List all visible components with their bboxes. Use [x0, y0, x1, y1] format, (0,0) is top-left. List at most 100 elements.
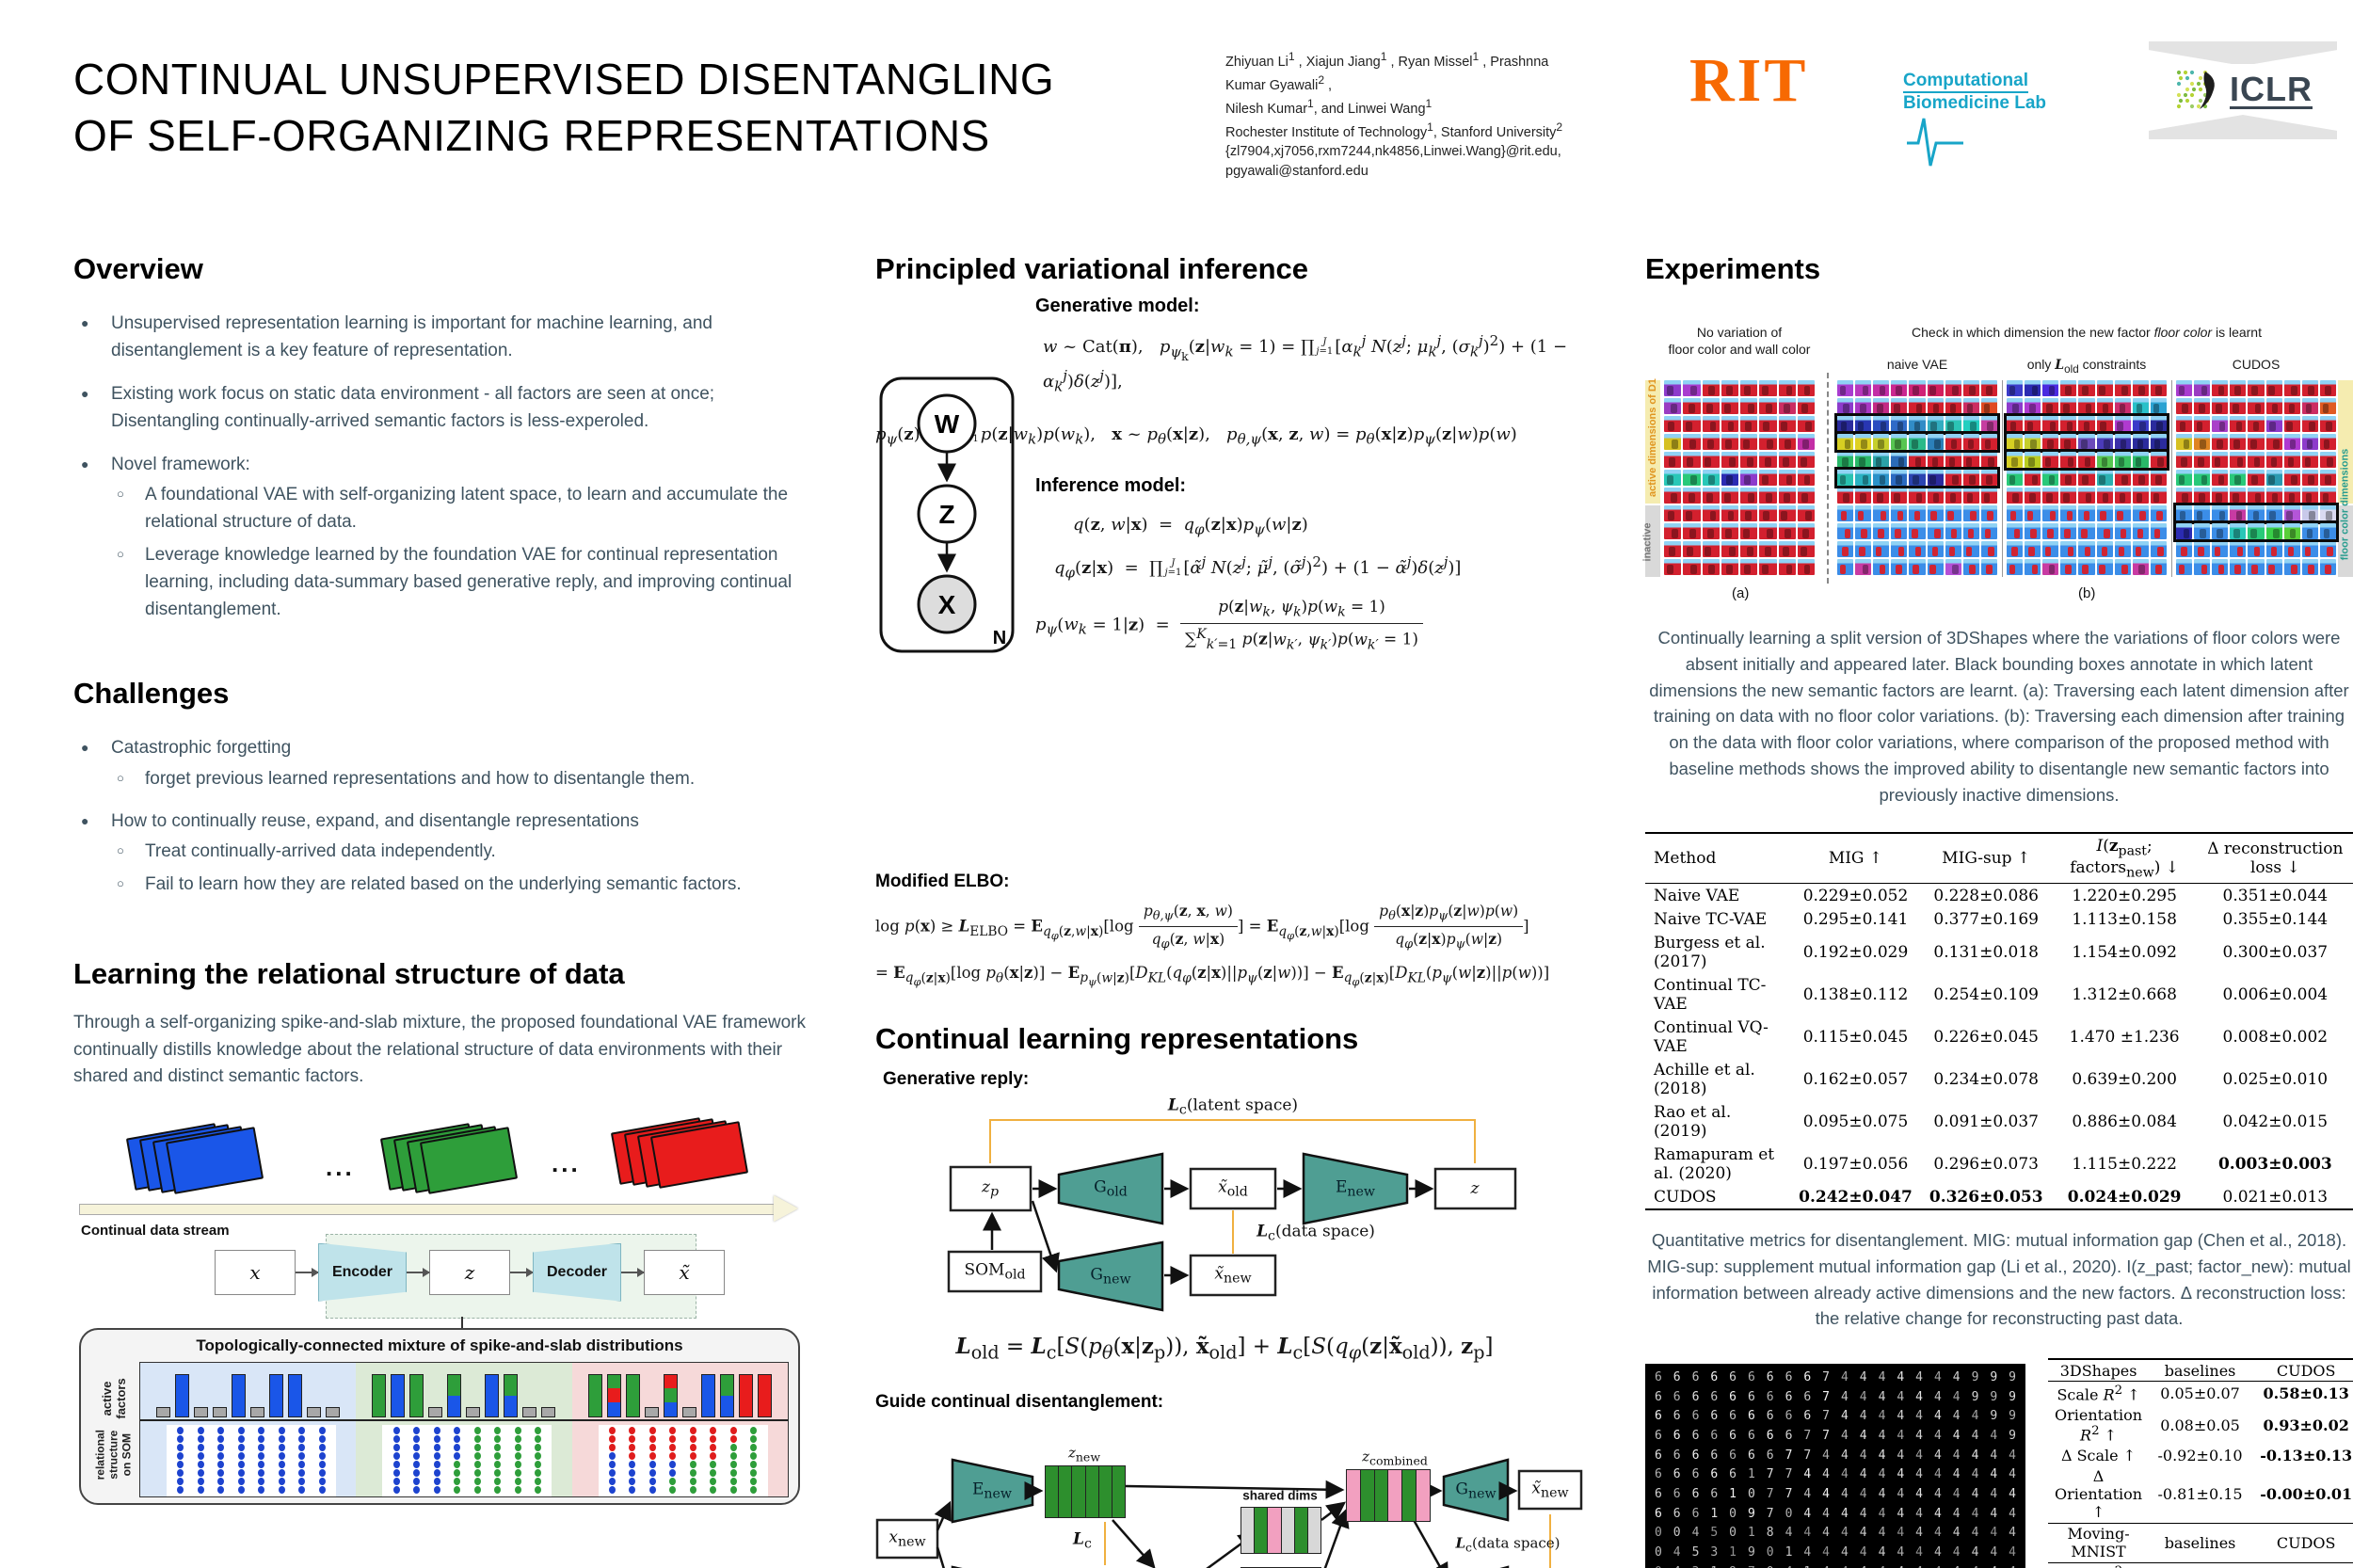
image-cell	[2132, 541, 2149, 557]
image-cell	[2132, 505, 2149, 521]
image-cell	[2265, 523, 2282, 539]
som-digit: 4	[1990, 1506, 1998, 1521]
table-cell: Ramapuram et al. (2020)	[1654, 1144, 1775, 1183]
image-cell	[2114, 541, 2131, 557]
image-cell	[1721, 559, 1738, 575]
table-cell: 0.095±0.075	[1802, 1112, 1909, 1131]
image-cell	[2301, 452, 2318, 468]
som-digit: 4	[1915, 1526, 1923, 1541]
som-digit: 6	[1691, 1448, 1700, 1463]
panel-row	[2007, 541, 2167, 557]
som-digit: 4	[1915, 1467, 1923, 1482]
image-cell	[2007, 541, 2024, 557]
column-header: I(zpast; factorsnew) ↓	[2051, 833, 2198, 885]
image-cell	[2319, 523, 2336, 539]
som-digit: 9	[1990, 1409, 1998, 1424]
table-cell: 1.154±0.092	[2072, 942, 2177, 962]
image-cell	[1740, 559, 1758, 575]
som-digit: 4	[1897, 1369, 1905, 1384]
som-digit: 0	[1654, 1526, 1662, 1541]
image-cell	[2283, 541, 2300, 557]
image-cell	[2283, 470, 2300, 486]
table-cell: X-pos R2 ↑	[2048, 1562, 2149, 1568]
som-digit: 9	[2009, 1409, 2016, 1424]
image-cell	[2042, 470, 2059, 486]
image-cell	[2025, 434, 2041, 450]
image-cell	[2025, 541, 2041, 557]
som-digit: 6	[1710, 1487, 1719, 1502]
image-cell	[1909, 541, 1926, 557]
iclr-chevron-bottom-icon	[2149, 115, 2337, 139]
image-cell	[1891, 470, 1908, 486]
som-digit: 6	[1729, 1448, 1737, 1463]
image-cell	[2319, 416, 2336, 432]
table-cell: 0.93±0.02	[2263, 1416, 2349, 1434]
data-stream-arrowhead-icon	[774, 1194, 798, 1222]
image-cell	[2114, 380, 2131, 396]
x-old-label: x̃old	[1218, 1177, 1248, 1200]
som-digit: 9	[1990, 1389, 1998, 1404]
image-cell	[2212, 380, 2229, 396]
panel-row	[1834, 413, 2000, 435]
formula-elbo-1: log p(x) ≥ LELBO = Eqφ(z,w|x)[log pθ,ψ(z…	[875, 902, 1529, 952]
som-digit: 1	[1785, 1545, 1793, 1560]
som-digit: 9	[1747, 1506, 1755, 1521]
som-digit: 6	[1673, 1487, 1681, 1502]
image-cell	[1664, 398, 1682, 414]
som-digit: 4	[1933, 1545, 1942, 1560]
image-cell	[1797, 559, 1815, 575]
panel-row	[1837, 398, 1997, 414]
som-digit: 4	[1933, 1369, 1942, 1384]
image-cell	[2176, 416, 2193, 432]
image-cell	[2114, 505, 2131, 521]
som-digit: 9	[1723, 1562, 1742, 1568]
data-stack-red	[610, 1116, 749, 1190]
image-cell	[1683, 470, 1701, 486]
inactive-side-label: inactive	[1641, 522, 1654, 562]
table-cell: Rao et al. (2019)	[1654, 1102, 1732, 1141]
image-cell	[2248, 398, 2265, 414]
inference-heading: Principled variational inference	[875, 252, 1308, 285]
panel-row	[2173, 520, 2339, 542]
panel-row	[2176, 380, 2336, 396]
panel-lold-title: only Lold constraints	[2026, 357, 2147, 376]
table-cell: 0.138±0.112	[1802, 984, 1909, 1004]
image-cell	[2194, 559, 2211, 575]
image-cell	[1873, 434, 1890, 450]
ellipsis: ...	[326, 1152, 355, 1181]
som-digit: 4	[1691, 1526, 1700, 1541]
panel-row	[2173, 503, 2339, 524]
som-digit: 9	[2009, 1428, 2016, 1443]
table-cell: 0.228±0.086	[1933, 886, 2040, 905]
image-cell	[2212, 452, 2229, 468]
som-digit: 4	[1897, 1526, 1905, 1541]
table-cell: 0.326±0.053	[1929, 1187, 2043, 1207]
image-cell	[1664, 523, 1682, 539]
cbl-logo-text: Computational Biomedicine Lab	[1903, 70, 2046, 115]
som-digit: 4	[1840, 1506, 1849, 1521]
som-digit: 4	[1971, 1428, 1979, 1443]
list-subitem: A foundational VAE with self-organizing …	[73, 482, 809, 536]
e-new-label: Enew	[1335, 1177, 1376, 1200]
overview-bullets: Unsupervised representation learning is …	[73, 311, 809, 624]
image-cell	[1962, 452, 1979, 468]
som-digit: 4	[1859, 1545, 1867, 1560]
list-subitem: Treat continually-arrived data independe…	[73, 839, 809, 866]
image-cell	[1759, 559, 1777, 575]
image-cell	[1778, 380, 1796, 396]
title-line2: OF SELF-ORGANIZING REPRESENTATIONS	[73, 110, 990, 160]
som-digit: 4	[1840, 1526, 1849, 1541]
som-digit: 6	[1654, 1409, 1662, 1424]
image-cell	[2132, 470, 2149, 486]
cbl-line1: Computational	[1903, 71, 2028, 93]
image-cell	[2078, 434, 2095, 450]
image-cell	[2301, 559, 2318, 575]
image-cell	[2283, 434, 2300, 450]
image-cell	[1702, 398, 1720, 414]
som-digit: 4	[1915, 1545, 1923, 1560]
image-cell	[2265, 470, 2282, 486]
som-digit: 4	[2009, 1526, 2016, 1541]
som-digit: 4	[1971, 1448, 1979, 1463]
image-cell	[1721, 434, 1738, 450]
